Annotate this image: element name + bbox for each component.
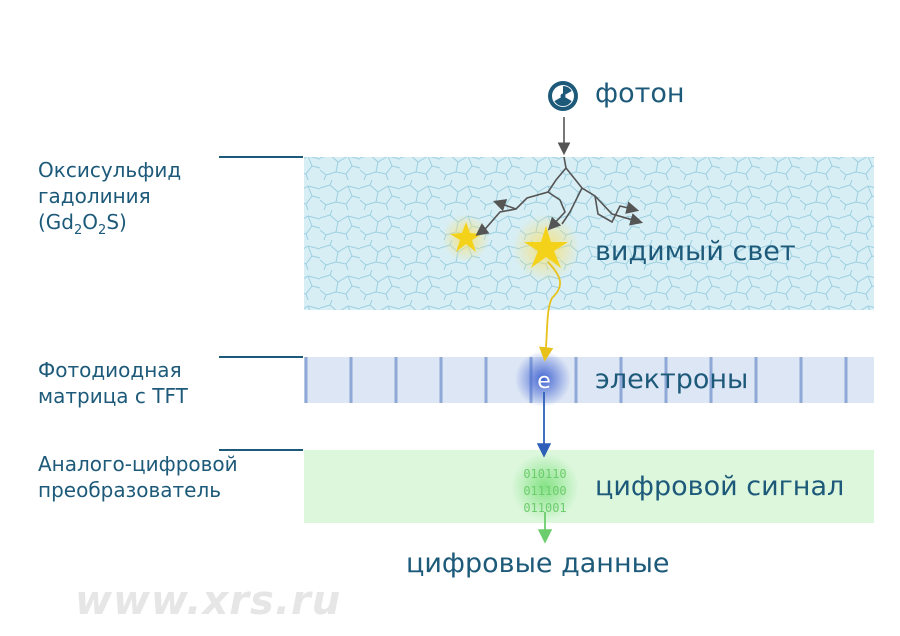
adc-label: Аналого-цифровой преобразователь [38,451,238,503]
light-flash-small-icon [450,222,482,252]
adc-label-line1: Аналого-цифровой [38,452,238,476]
digital-data-label: цифровые данные [406,548,670,579]
electron-symbol: e [537,369,551,394]
binary-line-3: 011001 [523,501,566,515]
scintillator-formula: (Gd2O2S) [38,209,181,244]
scintillator-label: Оксисульфид гадолиния (Gd2O2S) [38,157,181,244]
scintillator-label-line1: Оксисульфид [38,158,182,182]
watermark: www.xrs.ru [75,578,342,624]
binary-line-2: 011100 [523,484,566,498]
binary-line-1: 010110 [523,467,566,481]
formula-sub-1: 2 [74,223,83,238]
scintillator-label-line [219,156,303,158]
photodiode-layer [304,357,874,403]
binary-block: 010110 011100 011001 [523,467,566,515]
photodiode-label-line1: Фотодиодная [38,358,182,382]
photodiode-label-line [219,356,303,358]
scintillator-layer [304,157,874,310]
electron-glow [515,351,571,407]
photodiode-label-line2: матрица с TFT [38,384,188,408]
light-flash-large-icon [524,226,568,268]
radiation-icon [548,81,578,111]
adc-layer [304,450,874,523]
electrons-label: электроны [595,364,749,395]
digital-signal-label: цифровой сигнал [595,471,845,502]
photon-scatter-paths [475,156,644,236]
formula-sub-2: 2 [98,223,107,238]
scintillator-label-line2: гадолиния [38,184,151,208]
formula-part-s: S) [106,210,127,234]
visible-light-label: видимый свет [595,236,796,267]
photodiode-label: Фотодиодная матрица с TFT [38,357,188,409]
digital-glow [511,453,579,521]
adc-label-line2: преобразователь [38,478,222,502]
photon-label: фотон [595,78,685,109]
formula-part-o: O [82,210,99,234]
formula-part-gd: (Gd [38,210,74,234]
light-path [538,261,561,362]
adc-label-line [219,449,303,451]
